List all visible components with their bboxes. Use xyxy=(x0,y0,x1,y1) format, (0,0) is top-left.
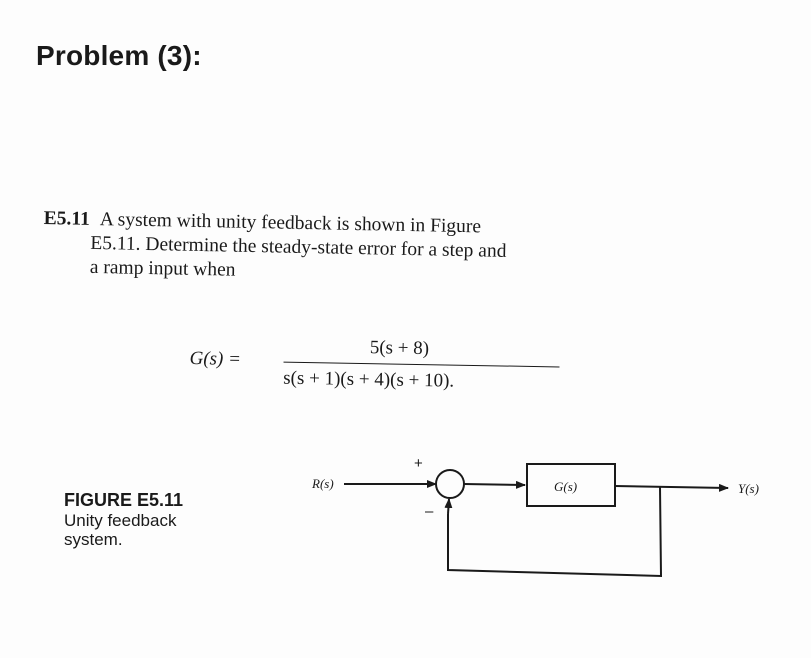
minus-sign: – xyxy=(425,503,434,520)
input-label: R(s) xyxy=(311,476,334,491)
plant-block-label: G(s) xyxy=(554,479,577,494)
feedback-path xyxy=(447,486,663,578)
feedback-arrow xyxy=(444,498,453,515)
summing-junction xyxy=(435,469,465,499)
figure-caption: FIGURE E5.11 Unity feedback system. xyxy=(64,490,264,550)
figure-caption-text: Unity feedback system. xyxy=(64,511,177,549)
plant-block xyxy=(526,463,616,507)
plus-sign: + xyxy=(414,455,423,472)
figure-title: FIGURE E5.11 xyxy=(64,490,184,510)
error-signal-line xyxy=(463,480,526,489)
output-label: Y(s) xyxy=(738,481,759,496)
output-signal-line xyxy=(614,483,729,492)
problem-heading: Problem (3): xyxy=(36,40,202,71)
